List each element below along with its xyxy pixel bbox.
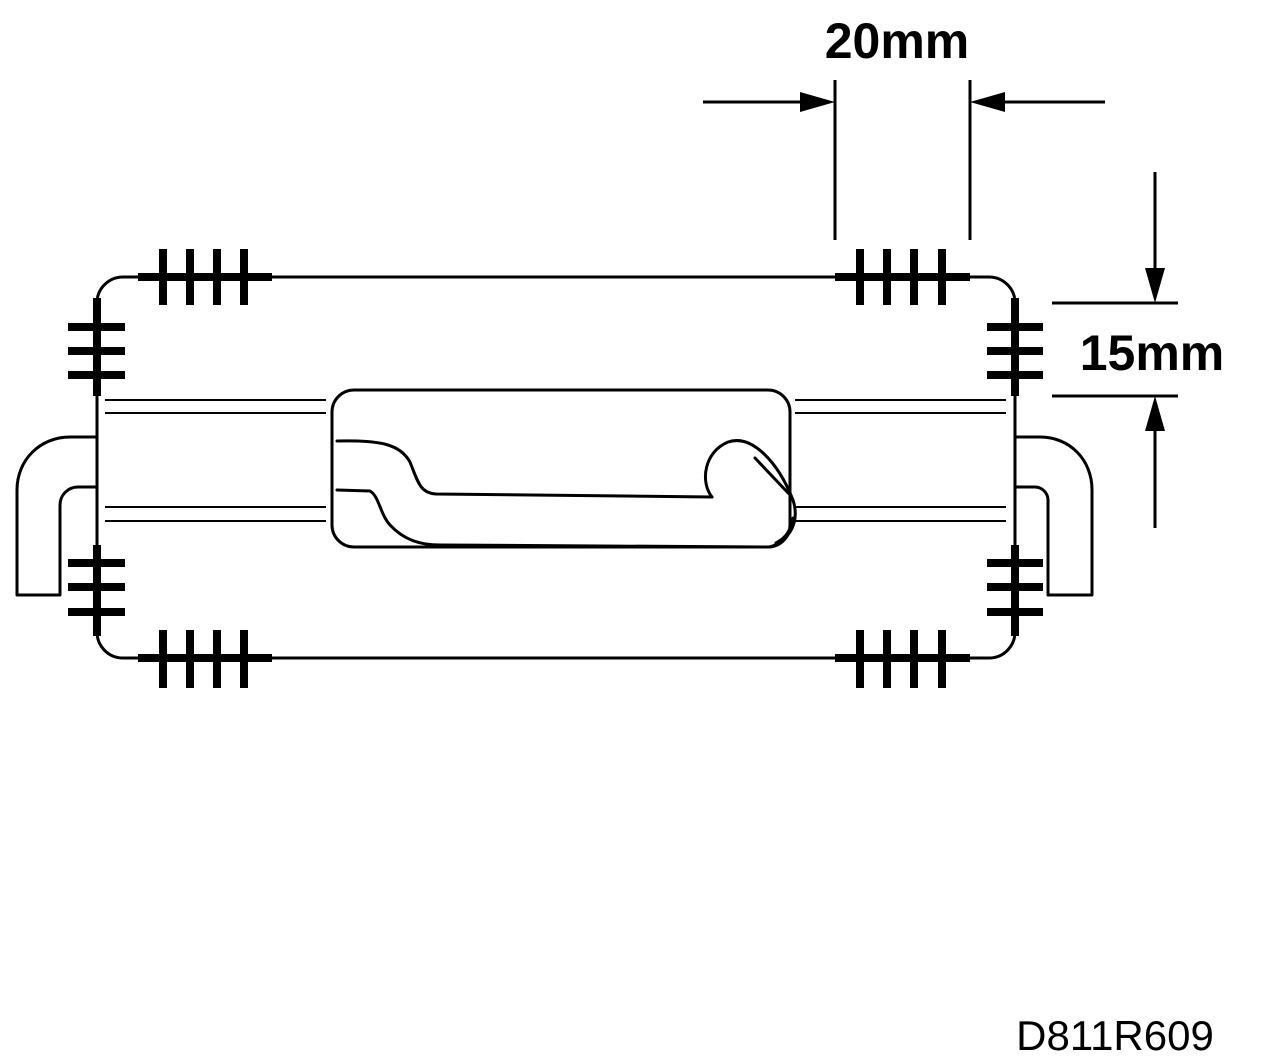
tape-mark-right-upper [987, 298, 1043, 396]
center-connector-box [330, 388, 792, 549]
width-arrowhead-left [800, 92, 835, 112]
hose-shape [335, 439, 797, 549]
height-arrowhead-bottom [1145, 396, 1165, 431]
tape-mark-bottom-left [138, 630, 272, 688]
harness-loop-outline [95, 275, 1017, 660]
tape-mark-right-lower [987, 545, 1043, 636]
width-dimension: 20mm [703, 13, 1105, 240]
tape-mark-top-left [138, 249, 272, 305]
height-arrowhead-top [1145, 268, 1165, 303]
tube-lines-right [795, 399, 1006, 522]
tape-mark-left-upper [68, 298, 125, 396]
tube-lines-left [105, 399, 326, 522]
width-arrowhead-right [970, 92, 1005, 112]
tape-mark-left-lower [68, 545, 125, 636]
width-dimension-label: 20mm [825, 13, 970, 69]
figure-code: D811R609 [1016, 1012, 1214, 1059]
pipe-hook-right [1013, 435, 1094, 597]
tape-mark-bottom-right [835, 630, 970, 688]
pipe-hook-left [15, 435, 99, 597]
height-dimension-label: 15mm [1080, 325, 1225, 381]
tape-mark-top-right [835, 249, 970, 305]
height-dimension: 15mm [1052, 172, 1224, 528]
